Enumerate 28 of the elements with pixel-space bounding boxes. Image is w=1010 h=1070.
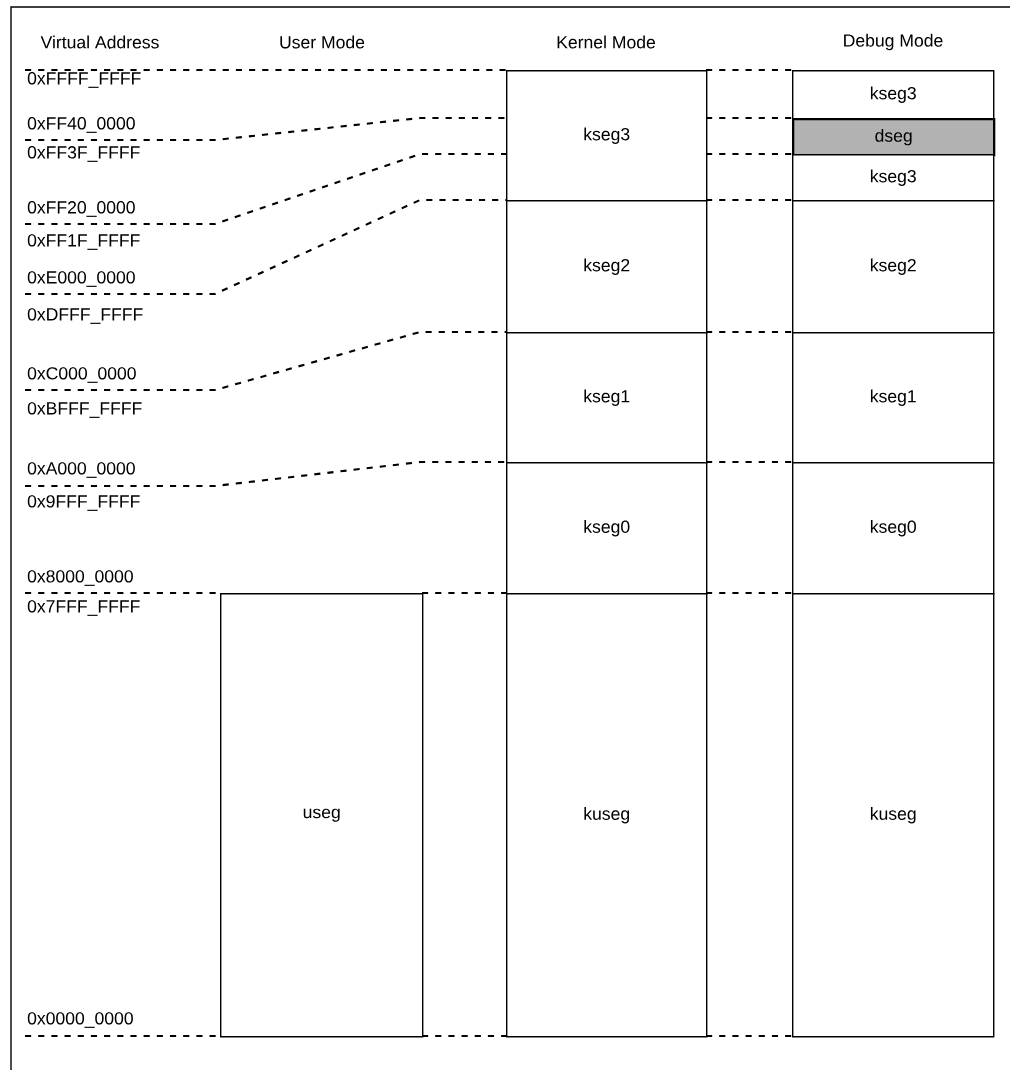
segment-box: useg (220, 593, 424, 1038)
address-label: 0xFF3F_FFFF (27, 146, 140, 162)
segment-box: kseg3 (506, 70, 708, 202)
address-label: 0x7FFF_FFFF (27, 600, 140, 616)
address-label: 0xFF20_0000 (27, 201, 135, 217)
column-heading: User Mode (280, 35, 365, 49)
address-label: 0x9FFF_FFFF (27, 495, 140, 511)
column-heading: Debug Mode (844, 33, 943, 51)
column-heading: Kernel Mode (557, 35, 655, 49)
segment-box: kseg1 (506, 332, 708, 464)
segment-box: kseg2 (506, 200, 708, 334)
segment-box: dseg (792, 118, 996, 157)
segment-box: kseg0 (506, 462, 708, 595)
address-label: 0xFFFF_FFFF (27, 72, 141, 88)
segment-box: kseg3 (792, 154, 995, 202)
segment-box: kseg0 (792, 462, 995, 595)
address-label: 0xC000_0000 (27, 367, 136, 383)
address-label: 0xA000_0000 (27, 462, 135, 478)
address-label: 0xFF1F_FFFF (27, 234, 140, 250)
segment-box: kseg1 (792, 332, 995, 464)
address-label: 0x0000_0000 (27, 1012, 133, 1028)
segment-box: kseg3 (792, 70, 995, 120)
address-label: 0x8000_0000 (27, 570, 133, 586)
address-label: 0xE000_0000 (27, 271, 135, 287)
address-label: 0xFF40_0000 (27, 117, 135, 133)
column-heading: Virtual Address (40, 35, 159, 49)
address-label: 0xBFFF_FFFF (27, 402, 142, 418)
address-label: 0xDFFF_FFFF (27, 308, 143, 324)
